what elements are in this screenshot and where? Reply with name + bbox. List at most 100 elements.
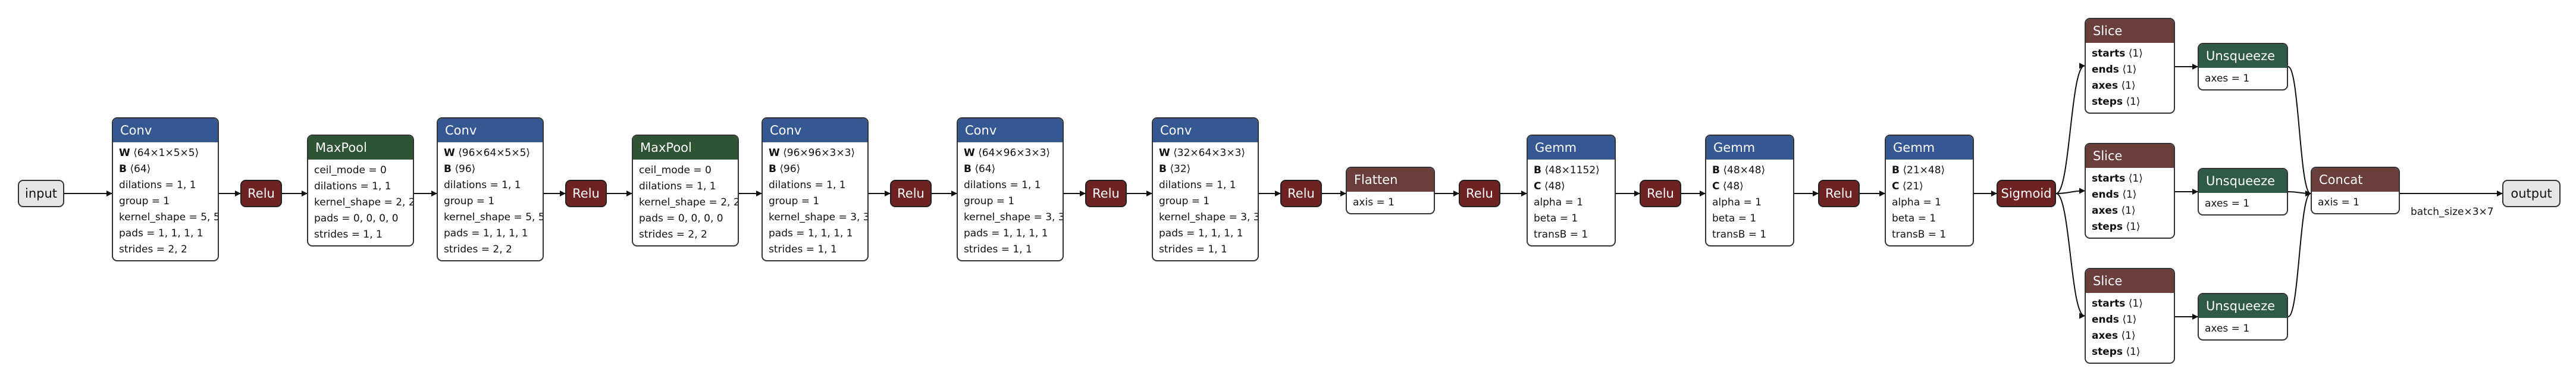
attribute-row: group = 1 (964, 194, 1057, 210)
attribute-row: pads = 1, 1, 1, 1 (444, 226, 537, 242)
attribute-row: kernel_shape = 3, 3 (1159, 210, 1258, 226)
node-title: Unsqueeze (2199, 169, 2287, 193)
attribute-value: = 2, 2 (153, 244, 187, 255)
node-attributes: starts ⟨1⟩ends ⟨1⟩axes ⟨1⟩steps ⟨1⟩ (2086, 293, 2174, 363)
relu-node-6[interactable]: Relu (1459, 180, 1500, 207)
relu-node-8[interactable]: Relu (1818, 180, 1860, 207)
node-title: Gemm (1886, 136, 1973, 160)
attribute-row: starts ⟨1⟩ (2092, 46, 2168, 62)
attribute-value: = 1 (1925, 229, 1947, 241)
attribute-name: W (1159, 147, 1170, 159)
attribute-name: axes (2092, 330, 2119, 342)
input-node[interactable]: input (18, 180, 64, 207)
node-title: Slice (2086, 19, 2174, 43)
attribute-name: W (769, 147, 780, 159)
attribute-value: = 1 (798, 195, 820, 207)
attribute-name: dilations (119, 179, 162, 191)
attribute-row: strides = 1, 1 (1159, 242, 1252, 258)
attribute-name: kernel_shape (639, 196, 706, 208)
output-node[interactable]: output (2502, 180, 2561, 207)
attribute-row: axes ⟨1⟩ (2092, 328, 2168, 344)
attribute-name: transB (1534, 229, 1567, 241)
relu-node-3[interactable]: Relu (890, 180, 932, 207)
sigmoid-node[interactable]: Sigmoid (1997, 180, 2056, 207)
attribute-row: dilations = 1, 1 (769, 177, 861, 194)
attribute-name: dilations (1159, 179, 1202, 191)
attribute-value: ⟨1⟩ (2118, 80, 2136, 92)
attribute-value: = 1 (2228, 198, 2250, 210)
attribute-value: = 1 (1373, 196, 1394, 208)
attribute-value: = 1 (1562, 196, 1583, 208)
attribute-row: pads = 1, 1, 1, 1 (769, 226, 861, 242)
attribute-value: = 1, 1, 1, 1 (988, 227, 1048, 239)
relu-node-4[interactable]: Relu (1085, 180, 1127, 207)
node-attributes: axis = 1 (1347, 192, 1434, 213)
attribute-value: = 0 (690, 164, 712, 176)
attribute-value: = 1 (1188, 195, 1210, 207)
attribute-value: = 3, 3 (835, 211, 869, 223)
relu-node-7[interactable]: Relu (1640, 180, 1681, 207)
node-title: MaxPool (308, 136, 413, 160)
attribute-name: group (964, 195, 994, 207)
attribute-row: transB = 1 (1712, 227, 1787, 243)
attribute-row: pads = 0, 0, 0, 0 (639, 211, 732, 227)
attribute-name: B (1534, 164, 1541, 176)
attribute-row: kernel_shape = 2, 2 (314, 195, 413, 211)
node-title: Conv (438, 118, 543, 142)
attribute-row: beta = 1 (1712, 211, 1787, 227)
attribute-row: B ⟨64⟩ (964, 161, 1057, 177)
attribute-name: steps (2092, 96, 2123, 108)
node-title: Conv (958, 118, 1063, 142)
output-label: output (2511, 186, 2552, 201)
relu-label: Relu (572, 186, 600, 201)
attribute-name: B (1159, 163, 1167, 175)
attribute-name: dilations (639, 180, 682, 192)
attribute-value: = 1, 1 (487, 179, 521, 191)
attribute-name: strides (444, 244, 478, 255)
attribute-value: ⟨21×48⟩ (1899, 164, 1945, 176)
attribute-name: strides (119, 244, 153, 255)
attribute-row: group = 1 (444, 194, 537, 210)
relu-node-2[interactable]: Relu (565, 180, 607, 207)
attribute-value: = 0, 0, 0, 0 (663, 213, 723, 224)
attribute-row: strides = 2, 2 (119, 242, 212, 258)
relu-node-5[interactable]: Relu (1280, 180, 1322, 207)
attribute-value: ⟨64⟩ (971, 163, 996, 175)
attribute-name: dilations (964, 179, 1007, 191)
attribute-value: = 1, 1 (1007, 179, 1041, 191)
attribute-value: = 1, 1 (162, 179, 196, 191)
attribute-name: kernel_shape (314, 196, 381, 208)
attribute-row: ceil_mode = 0 (314, 163, 407, 179)
attribute-row: axes ⟨1⟩ (2092, 78, 2168, 94)
attribute-value: = 1 (1914, 213, 1936, 224)
relu-node-1[interactable]: Relu (240, 180, 282, 207)
attribute-value: = 3, 3 (1226, 211, 1259, 223)
attribute-row: alpha = 1 (1534, 195, 1609, 211)
attribute-value: = 1 (148, 195, 170, 207)
attribute-row: group = 1 (769, 194, 861, 210)
attribute-row: B ⟨32⟩ (1159, 161, 1252, 177)
relu-label: Relu (1466, 186, 1493, 201)
